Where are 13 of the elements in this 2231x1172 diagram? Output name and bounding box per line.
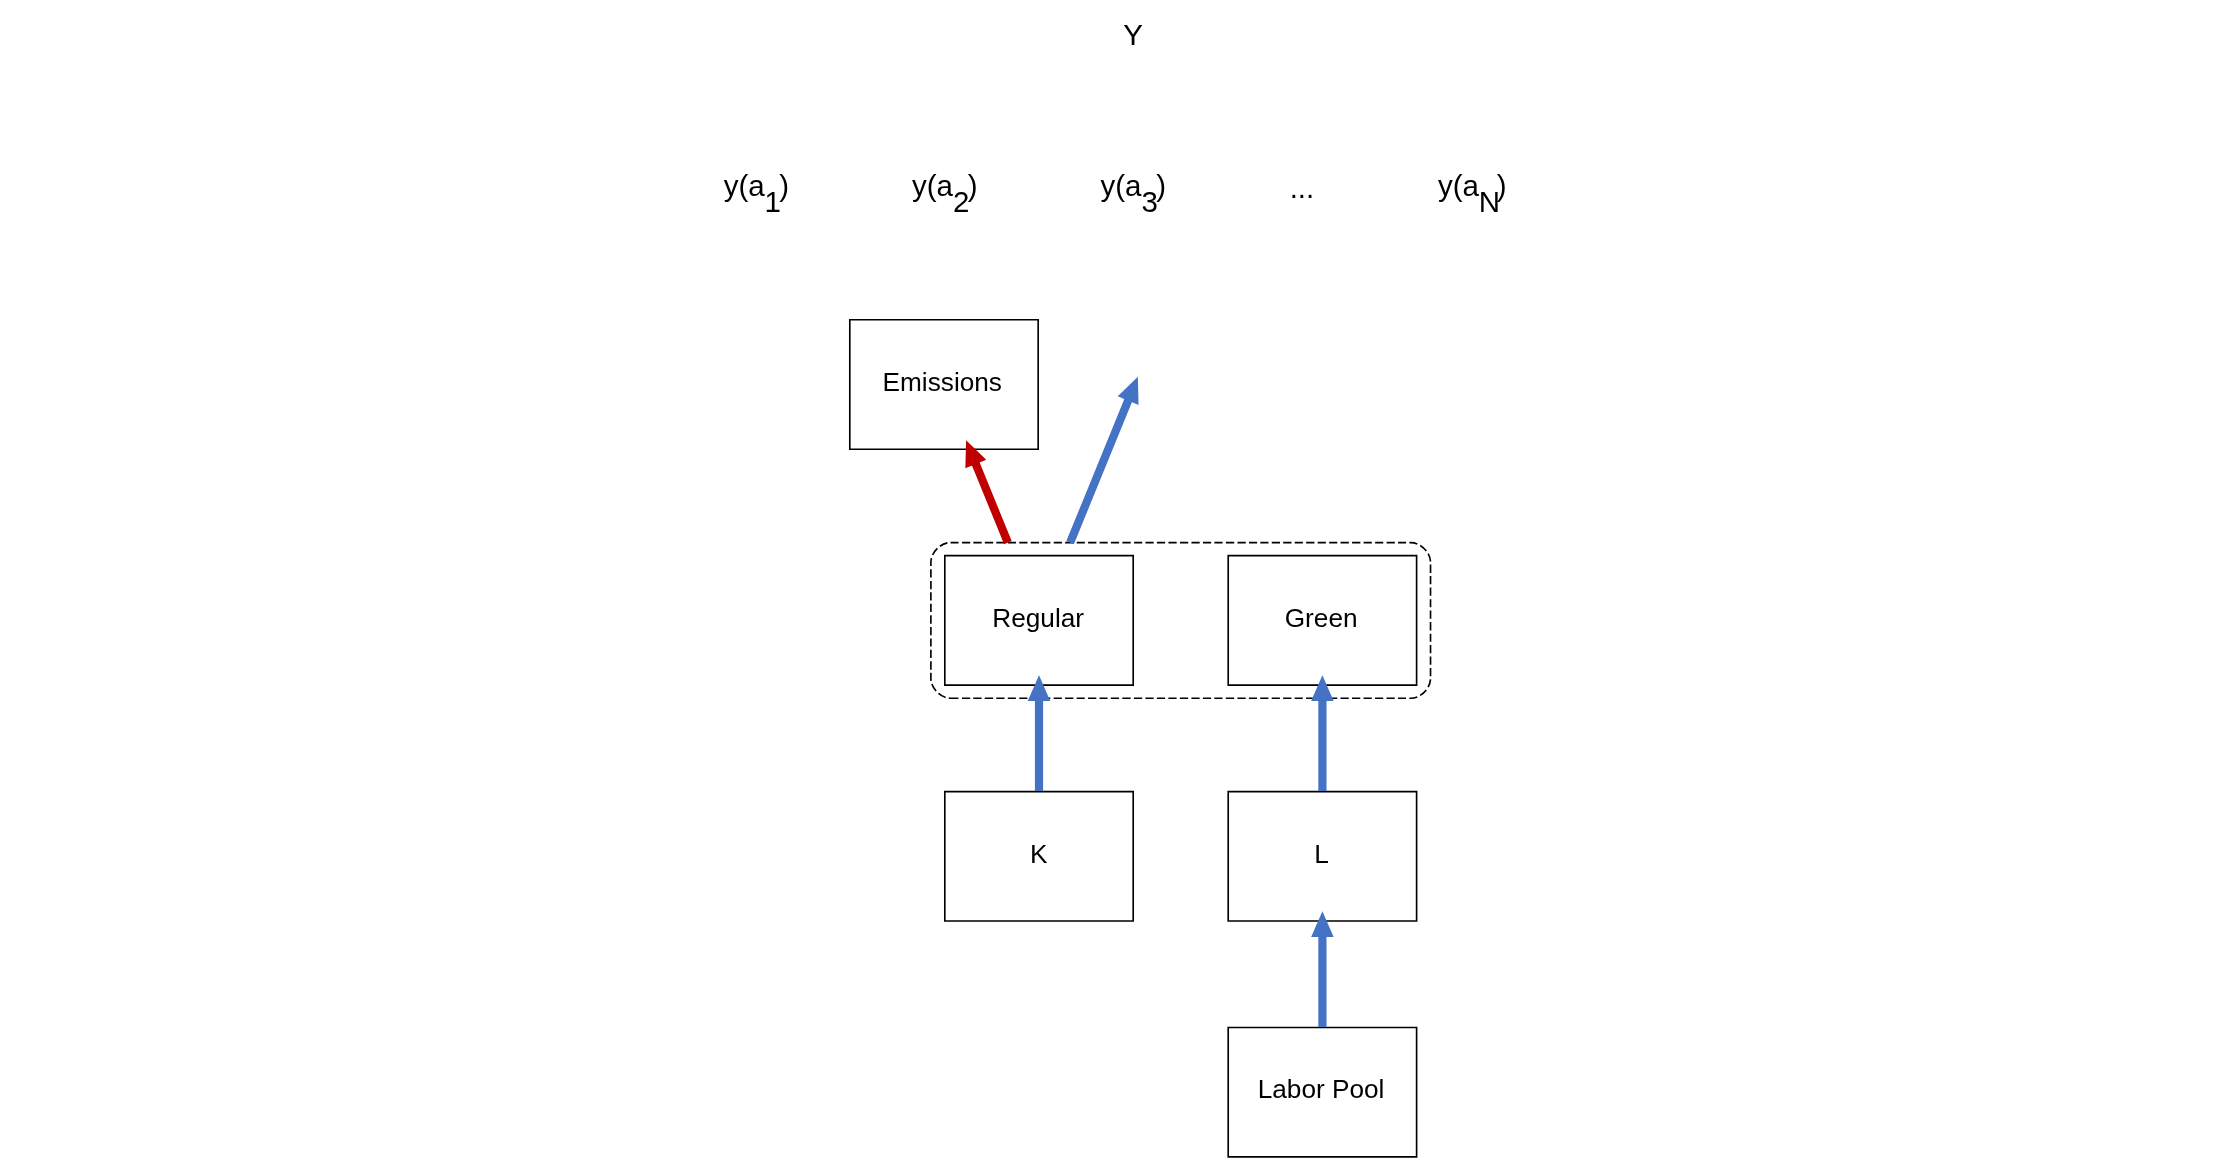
node-box: Emissions bbox=[848, 319, 1039, 451]
label: Y bbox=[1122, 18, 1143, 52]
arrow bbox=[1027, 675, 1050, 792]
label: ... bbox=[1289, 170, 1314, 204]
node-box: Labor Pool bbox=[1226, 1026, 1417, 1158]
node-box: Regular bbox=[943, 554, 1134, 686]
arrow bbox=[1065, 376, 1139, 545]
node-box: K bbox=[943, 790, 1134, 922]
node-box: L bbox=[1226, 790, 1417, 922]
arrow bbox=[1310, 675, 1334, 792]
node-box: Green bbox=[1226, 554, 1417, 686]
arrow bbox=[964, 440, 1012, 545]
arrow bbox=[1310, 911, 1334, 1027]
